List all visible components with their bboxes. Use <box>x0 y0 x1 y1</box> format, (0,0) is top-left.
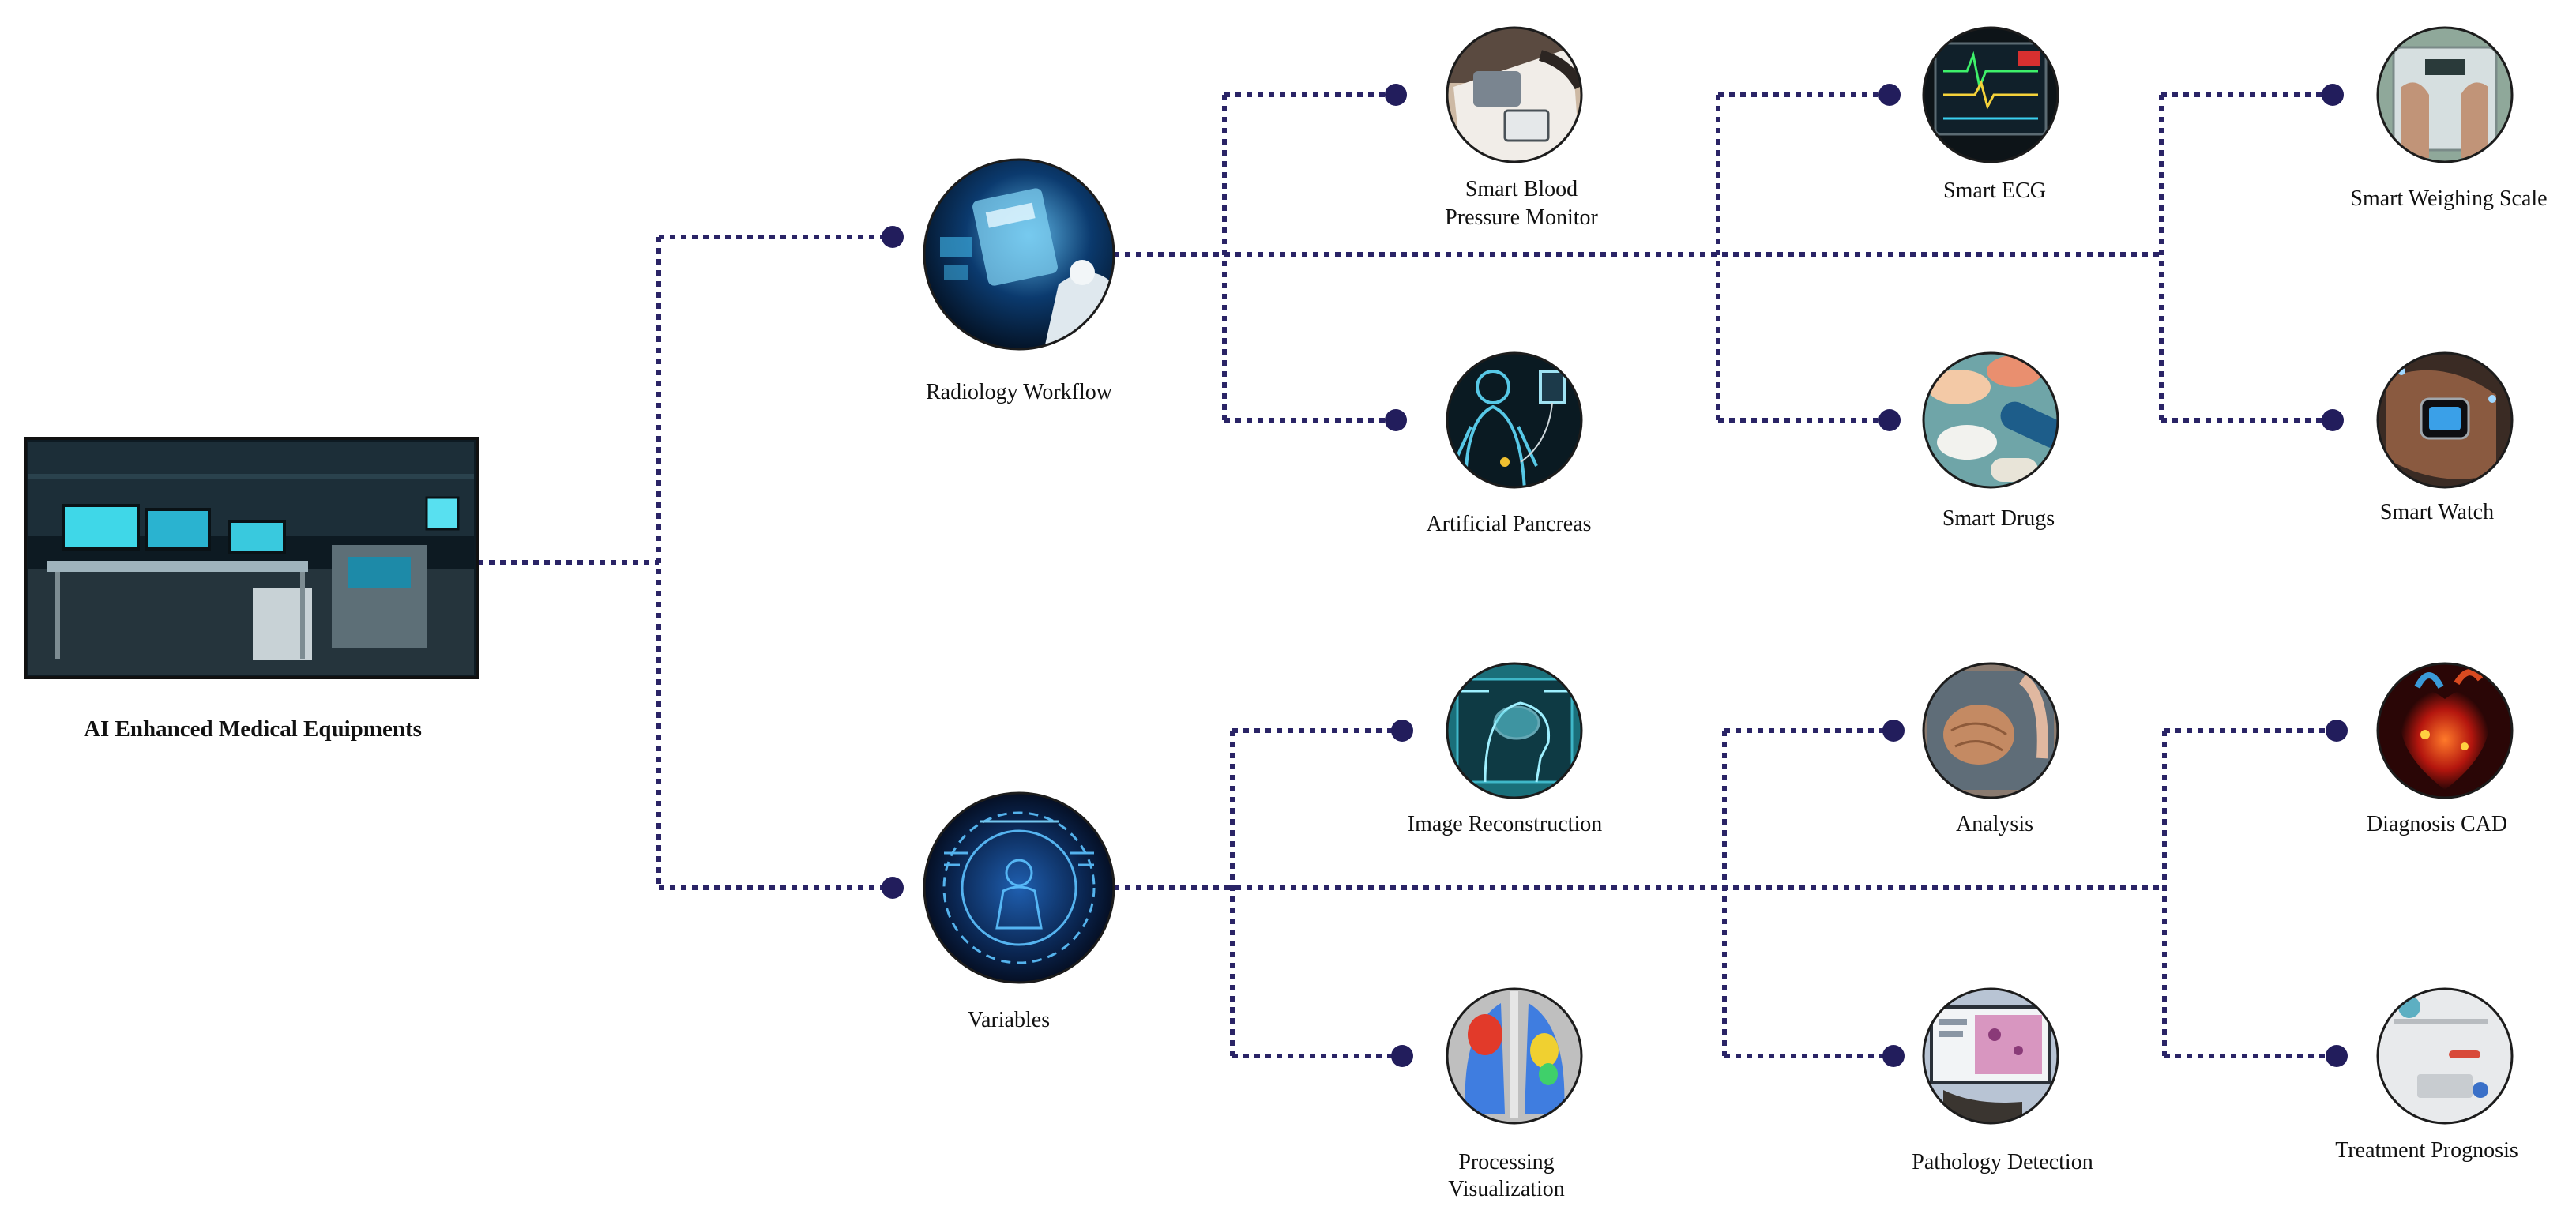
lower-bracket-1 <box>1230 728 1402 1058</box>
lung-heatmap-icon <box>1446 987 1583 1125</box>
connectors <box>478 92 2337 1058</box>
dot-lung <box>1391 1045 1413 1067</box>
leaf-label: Image Reconstruction <box>1408 812 1602 836</box>
branch-variables[interactable]: Variables <box>923 791 1115 1032</box>
leaf-treatment-prognosis[interactable]: Treatment Prognosis <box>2335 987 2518 1163</box>
leaf-label: Treatment Prognosis <box>2335 1138 2518 1163</box>
dot-ap <box>1385 409 1407 431</box>
upper-bracket-2 <box>1716 92 1890 423</box>
leaf-label: Pressure Monitor <box>1445 205 1598 230</box>
leaf-image-reconstruction[interactable]: Image Reconstruction <box>1408 662 1602 836</box>
leaf-smart-blood-pressure-monitor[interactable]: Smart Blood Pressure Monitor <box>1445 26 1598 230</box>
weighing-scale-icon <box>2376 26 2514 163</box>
dot-prog <box>2326 1045 2348 1067</box>
leaf-smart-drugs[interactable]: Smart Drugs <box>1922 351 2072 531</box>
dot-recon <box>1391 720 1413 742</box>
brain-model-icon <box>1922 662 2059 799</box>
leaf-artificial-pancreas[interactable]: Artificial Pancreas <box>1426 351 1592 536</box>
glowing-heart-icon <box>2376 662 2514 799</box>
leaf-analysis[interactable]: Analysis <box>1922 662 2059 836</box>
leaf-label: Processing <box>1458 1150 1554 1175</box>
branch-variables-label: Variables <box>968 1008 1050 1032</box>
leaf-label: Visualization <box>1448 1177 1565 1201</box>
brain-scan-icon <box>1446 662 1583 799</box>
root-label: AI Enhanced Medical Equipments <box>84 716 422 742</box>
leaf-smart-watch[interactable]: Smart Watch <box>2376 351 2514 524</box>
dot-cad <box>2326 720 2348 742</box>
root-node[interactable]: AI Enhanced Medical Equipments <box>24 437 479 742</box>
dot-analysis <box>1882 720 1905 742</box>
leaf-label: Smart ECG <box>1943 179 2046 203</box>
leaf-label: Pathology Detection <box>1912 1150 2093 1175</box>
blood-pressure-cuff-icon <box>1446 26 1583 163</box>
medical-lab-image <box>24 437 479 679</box>
leaf-label: Artificial Pancreas <box>1426 512 1591 536</box>
dot-scale <box>2322 84 2344 106</box>
pills-icon <box>1922 351 2059 489</box>
connector-dots <box>882 84 2348 1067</box>
leaf-diagnosis-cad[interactable]: Diagnosis CAD <box>2367 662 2514 836</box>
dot-watch <box>2322 409 2344 431</box>
leaf-label: Smart Drugs <box>1942 506 2055 531</box>
leaf-label: Smart Watch <box>2380 500 2494 524</box>
lab-equipment-icon <box>2376 987 2514 1125</box>
dot-variables <box>882 877 904 899</box>
upper-bracket-1 <box>1222 92 1396 423</box>
leaf-processing-visualization[interactable]: Processing Visualization <box>1446 987 1584 1201</box>
dot-drugs <box>1878 409 1901 431</box>
upper-bracket-3 <box>2159 92 2333 423</box>
lower-bracket-2 <box>1722 728 1893 1058</box>
branch-radiology-label: Radiology Workflow <box>926 380 1113 404</box>
leaf-smart-ecg[interactable]: Smart ECG <box>1922 26 2059 203</box>
leaf-pathology-detection[interactable]: Pathology Detection <box>1912 987 2093 1175</box>
human-body-pump-icon <box>1446 351 1583 489</box>
leaf-smart-weighing-scale[interactable]: Smart Weighing Scale <box>2350 26 2548 211</box>
radiology-robot-icon <box>923 158 1115 351</box>
leaf-label: Diagnosis CAD <box>2367 812 2507 836</box>
branch-radiology-workflow[interactable]: Radiology Workflow <box>923 158 1115 404</box>
lower-bracket-3 <box>2162 728 2337 1058</box>
dot-bp <box>1385 84 1407 106</box>
dot-path <box>1882 1045 1905 1067</box>
leaf-label: Smart Blood <box>1465 177 1578 201</box>
pathology-screen-icon <box>1922 987 2059 1125</box>
smart-watch-icon <box>2376 351 2514 489</box>
body-scan-hud-icon <box>923 791 1115 984</box>
dot-ecg <box>1878 84 1901 106</box>
leaf-label: Analysis <box>1956 812 2033 836</box>
leaf-label: Smart Weighing Scale <box>2350 186 2547 211</box>
dot-radiology <box>882 226 904 248</box>
ecg-monitor-icon <box>1922 26 2059 163</box>
